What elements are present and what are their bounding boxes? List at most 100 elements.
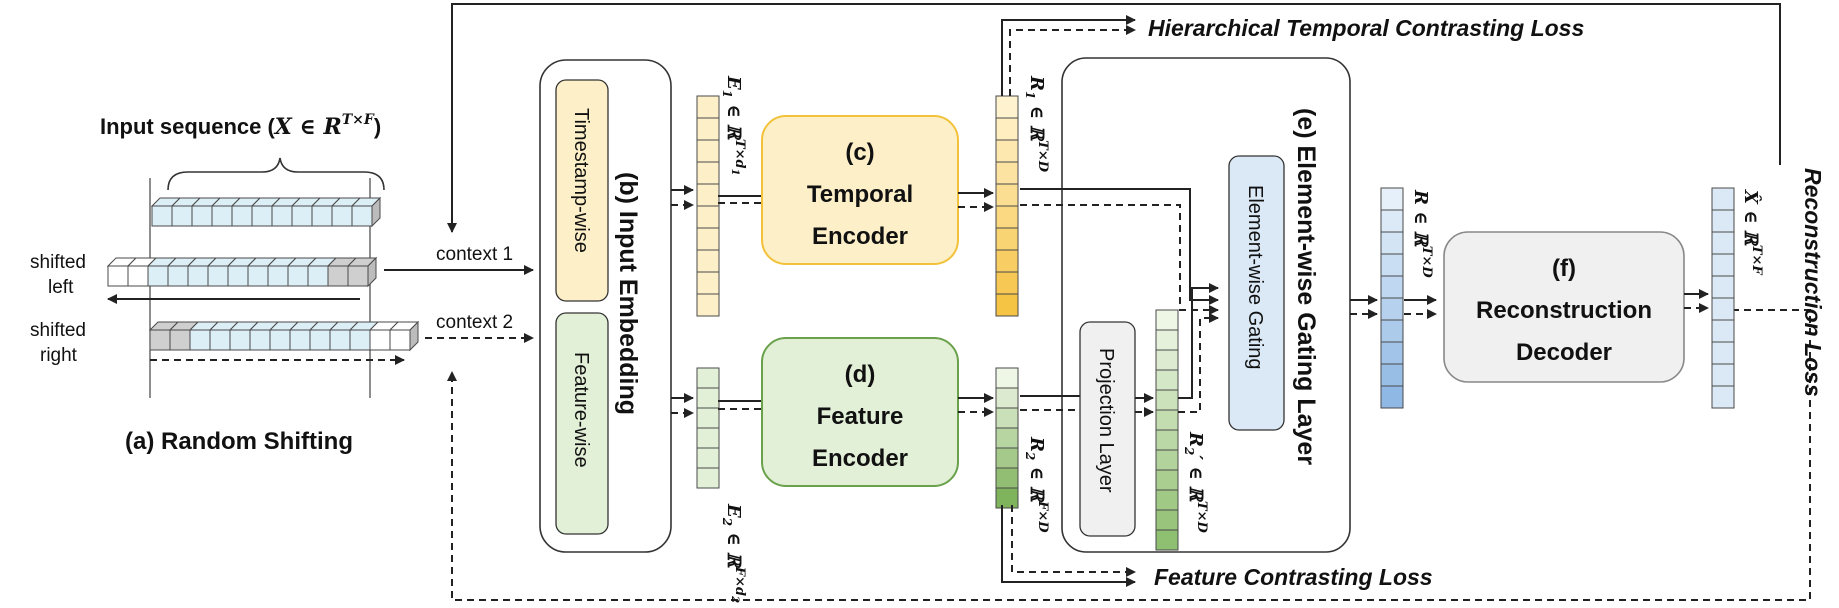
r2-prime-cell: [1155, 309, 1179, 331]
r2-prime-vector: [1155, 309, 1179, 551]
r-cell: [1380, 319, 1404, 343]
seq-cell: [311, 205, 333, 227]
seq-cell: [107, 265, 129, 287]
seq-cell: [149, 329, 171, 351]
xhat-cell: [1711, 209, 1735, 233]
e2-label: E2 ∈ ℝF×d2: [720, 503, 747, 603]
r1-cell: [995, 117, 1019, 141]
shifted-right-cells: [148, 320, 420, 352]
input-sequence-title: Input sequence (X ∈ RT×F): [100, 112, 381, 140]
e1-cell: [696, 205, 720, 229]
e1-cell: [696, 161, 720, 185]
seq-cell: [187, 265, 209, 287]
feature-encoder-line3: Encoder: [812, 445, 908, 472]
r-cell: [1380, 187, 1404, 211]
projection-layer-box[interactable]: [1079, 321, 1136, 537]
e2-cell: [696, 427, 720, 449]
r1-cell: [995, 293, 1019, 317]
feature-loss-label: Feature Contrasting Loss: [1154, 564, 1433, 590]
r2-prime-cell: [1155, 489, 1179, 511]
r2-prime-cell: [1155, 349, 1179, 371]
r-vector: [1380, 187, 1404, 409]
e1-label: E1 ∈ ℝT×d1: [720, 75, 747, 176]
seq-cell: [231, 205, 253, 227]
e1-cell: [696, 293, 720, 317]
r-cell: [1380, 231, 1404, 255]
seq-cell: [291, 205, 313, 227]
seq-cell: [351, 205, 373, 227]
r2-prime-label: R2′ ∈ ℝT×D: [1182, 431, 1209, 533]
input-embedding-section: Timestamp-wise Feature-wise (b) Input Em…: [539, 59, 747, 603]
r2-vector: [995, 367, 1019, 509]
e1-cell: [696, 227, 720, 251]
temporal-encoder-id: (c): [845, 139, 874, 166]
r2-cell: [995, 367, 1019, 389]
e2-cell: [696, 367, 720, 389]
e1-cell: [696, 183, 720, 207]
feature-encoder-id: (d): [845, 361, 876, 388]
input-brace: [167, 157, 385, 191]
top-feedback-line: [447, 3, 1781, 233]
feature-wise-box[interactable]: [555, 312, 609, 535]
e1-vector: [696, 95, 720, 317]
seq-cell: [271, 205, 293, 227]
r1-cell: [995, 139, 1019, 163]
r1-cell: [995, 205, 1019, 229]
xhat-cell: [1711, 363, 1735, 387]
timestamp-wise-box[interactable]: [555, 79, 609, 302]
seq-cell: [167, 265, 189, 287]
r2-cell: [995, 467, 1019, 489]
seq-cell: [327, 265, 349, 287]
r1-cell: [995, 227, 1019, 251]
seq-cell: [229, 329, 251, 351]
shifted-right-label: shifted: [30, 320, 86, 341]
feature-encoder-line2: Feature: [817, 403, 904, 430]
temporal-encoder-box[interactable]: [761, 115, 959, 265]
e1-cell: [696, 139, 720, 163]
seq-cell: [347, 265, 369, 287]
shifted-left-label-2: left: [48, 277, 74, 298]
e1-cell: [696, 95, 720, 119]
seq-cell: [171, 205, 193, 227]
seq-cell: [251, 205, 273, 227]
seq-cell: [329, 329, 351, 351]
gating-layer-title: (e) Element-wise Gating Layer: [1292, 108, 1320, 465]
r-cell: [1380, 275, 1404, 299]
r-cell: [1380, 209, 1404, 233]
context2-label: context 2: [436, 312, 513, 333]
temporal-encoder-line3: Encoder: [812, 223, 908, 250]
xhat-cell: [1711, 341, 1735, 365]
seq-cell: [369, 329, 391, 351]
decoder-id: (f): [1552, 255, 1576, 282]
feature-encoder-section: (d) Feature Encoder R2 ∈ ℝF×D: [718, 337, 1050, 533]
seq-cell: [309, 329, 331, 351]
temporal-encoder-line2: Temporal: [807, 181, 913, 208]
r-cell: [1380, 341, 1404, 365]
reconstruction-loss-label: Reconstruction Loss: [1800, 168, 1826, 397]
seq-cell: [289, 329, 311, 351]
r1-vector: [995, 95, 1019, 317]
e1-cell: [696, 249, 720, 273]
seq-cell: [227, 265, 249, 287]
xhat-cell: [1711, 319, 1735, 343]
e2-cell: [696, 387, 720, 409]
seq-cell-side: [371, 196, 381, 228]
shifted-left-label: shifted: [30, 252, 86, 273]
e1-cell: [696, 271, 720, 295]
hier-loss-label: Hierarchical Temporal Contrasting Loss: [1148, 15, 1584, 41]
r2-cell: [995, 427, 1019, 449]
r1-cell: [995, 183, 1019, 207]
r2-cell: [995, 487, 1019, 509]
r1-cell: [995, 249, 1019, 273]
r2-prime-cell: [1155, 389, 1179, 411]
elementwise-gating-box[interactable]: [1228, 155, 1285, 431]
timestamp-wise-label: Timestamp-wise: [570, 108, 592, 253]
seq-cell-side: [409, 320, 419, 352]
projection-layer-label: Projection Layer: [1095, 348, 1117, 493]
r2-cell: [995, 407, 1019, 429]
r2-prime-cell: [1155, 449, 1179, 471]
e2-cell: [696, 447, 720, 469]
e2-vector: [696, 367, 720, 489]
input-embedding-title: (b) Input Embedding: [614, 172, 642, 415]
